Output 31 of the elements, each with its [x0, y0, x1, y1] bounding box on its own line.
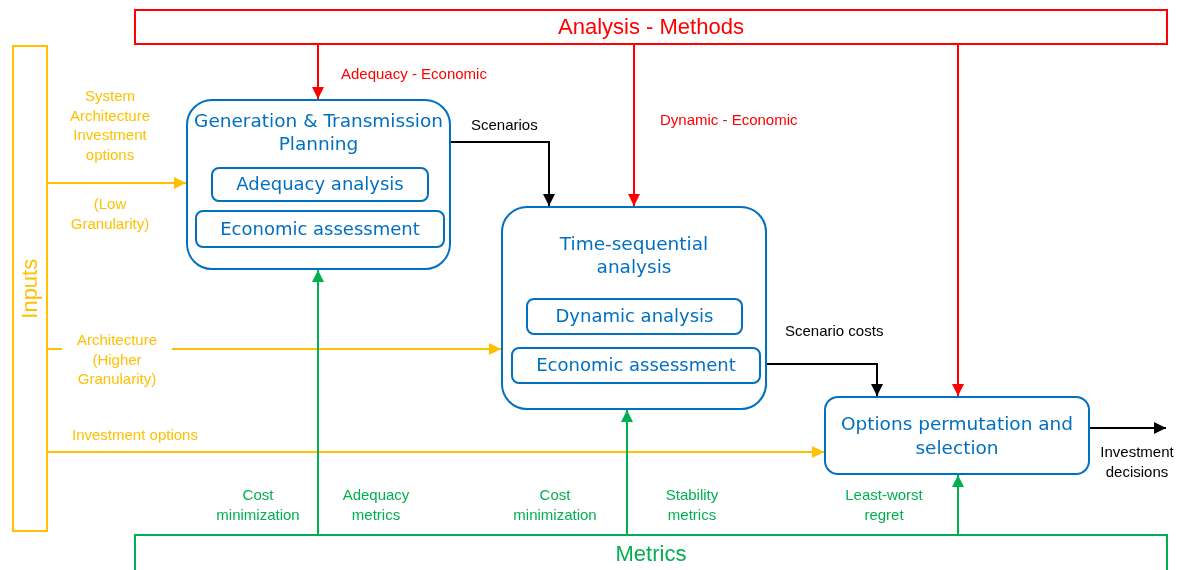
arrow — [1089, 422, 1167, 434]
process-box — [824, 396, 1090, 475]
metrics-band — [134, 534, 1168, 570]
arrow — [766, 363, 883, 397]
subprocess-box — [526, 298, 743, 335]
band-title: Inputs — [16, 258, 44, 319]
box-label: Adequacy analysis — [236, 173, 404, 196]
methods-band — [134, 9, 1168, 45]
arrow — [47, 177, 187, 189]
arrow — [952, 474, 964, 535]
process-box — [186, 99, 451, 270]
band-title: Metrics — [615, 540, 687, 568]
box-title: Time-sequential analysis — [558, 232, 710, 279]
subprocess-box — [511, 347, 761, 384]
arrow — [312, 44, 324, 100]
arrow — [312, 269, 324, 535]
arrow — [47, 446, 825, 458]
band-title: Analysis - Methods — [558, 13, 744, 41]
arrow — [450, 141, 555, 207]
box-label: Dynamic analysis — [555, 305, 714, 328]
subprocess-box — [195, 210, 445, 248]
arrow — [952, 44, 964, 397]
arrow — [621, 409, 633, 535]
box-label: Economic assessment — [536, 354, 736, 377]
inputs-band — [12, 45, 48, 532]
box-title: Generation & Transmission Planning — [194, 109, 443, 156]
box-label: Economic assessment — [220, 217, 420, 241]
process-box — [501, 206, 767, 410]
box-title: Options permutation and selection — [839, 412, 1075, 459]
arrow — [628, 44, 640, 207]
subprocess-box — [211, 167, 429, 202]
